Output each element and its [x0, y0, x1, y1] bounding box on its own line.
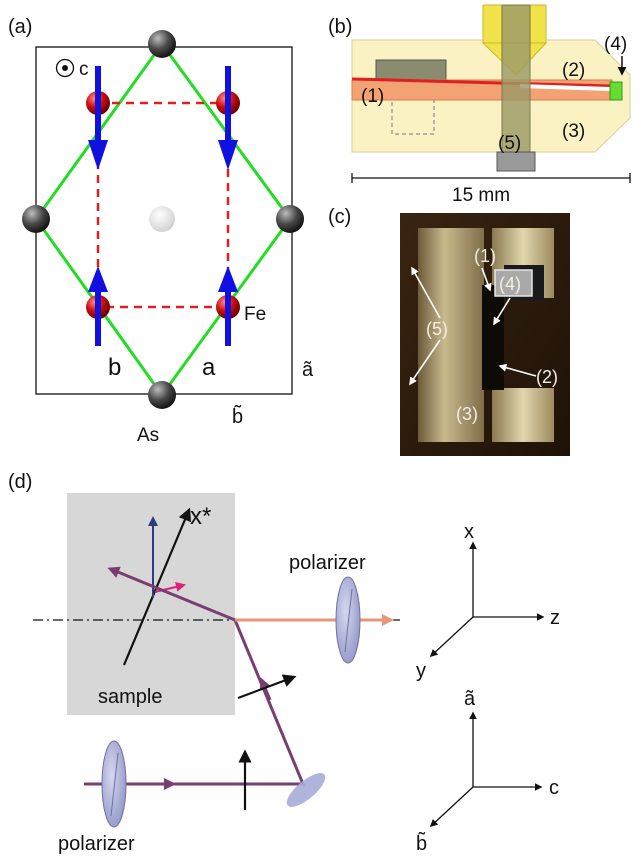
- panel-c: (c) (1) (4) (5) (2) (3): [328, 206, 570, 456]
- panel-a: (a) c Fe b: [8, 16, 314, 446]
- part-2-label: (2): [562, 60, 585, 81]
- photo-arrow-1: [481, 267, 492, 292]
- panel-b-label: (b): [328, 16, 352, 38]
- spin-up-left-arrow-icon: [88, 266, 108, 292]
- polarizer-bottom-label: polarizer: [58, 833, 135, 855]
- polarizer-top-label: polarizer: [289, 552, 366, 574]
- crystal-axes: [429, 711, 543, 828]
- photo-part-1-label: (1): [474, 246, 496, 266]
- x-star-label: x*: [190, 503, 211, 530]
- photo-right-block-lower: [492, 388, 554, 442]
- sample-region: [67, 493, 235, 715]
- spin-up-right-shaft: [225, 286, 231, 346]
- part-1-label: (1): [361, 86, 384, 107]
- a-axis-label: a: [202, 354, 216, 381]
- photo-part-4-label: (4): [499, 274, 521, 294]
- reflected-beam: [107, 566, 236, 622]
- spin-up-right-arrow-icon: [218, 266, 238, 292]
- crystal-c-label: c: [549, 777, 559, 799]
- green-end-piece: [609, 81, 623, 101]
- photo-left-block: [418, 228, 484, 442]
- fe-magnetic-cell-dashed: [96, 101, 230, 309]
- photo-arrow-5b: [409, 339, 441, 386]
- part-5-label: (5): [498, 133, 521, 154]
- spin-down-left-arrow-icon: [88, 140, 108, 170]
- b-axis-label: b: [108, 354, 121, 381]
- polarizer-bottom-icon: [101, 740, 127, 828]
- lab-y-label: y: [416, 660, 426, 682]
- crystal-b-axis: [429, 786, 474, 828]
- part-3-label: (3): [562, 121, 585, 142]
- as-atom-bottom: [148, 381, 176, 409]
- lab-x-label: x: [464, 521, 474, 543]
- photo-arrow-4: [493, 297, 511, 326]
- spin-up-left-shaft: [95, 286, 101, 346]
- panel-d: (d) x* sample polarizer polarizer: [8, 471, 560, 855]
- a-tilde-label: ã: [302, 359, 314, 381]
- photo-part-5-label: (5): [426, 319, 448, 339]
- photo-arrow-5a: [411, 266, 441, 319]
- part-4-label: (4): [604, 34, 627, 55]
- mirror: [286, 773, 326, 807]
- as-atom-top: [148, 30, 176, 58]
- fe-label: Fe: [244, 304, 266, 325]
- panel-a-label: (a): [8, 16, 32, 38]
- c-axis-label: c: [79, 59, 89, 80]
- vertical-column: [501, 4, 531, 158]
- spin-down-right-arrow-icon: [218, 140, 238, 170]
- spin-down-right-shaft: [225, 66, 231, 146]
- intermediate-polarization-arrow: [237, 674, 297, 700]
- polarizer-top-icon: [335, 576, 361, 664]
- panel-b: (b) (1) (2) (3) (4) (5) 15 mm: [328, 4, 631, 206]
- photo-arrow-2: [498, 363, 537, 377]
- center-atom: [149, 206, 175, 232]
- crystal-a-label: ã: [464, 688, 476, 710]
- photo-part-3-label: (3): [456, 404, 478, 424]
- panel-d-label: (d): [8, 471, 32, 493]
- photo-sample-strip: [482, 285, 504, 390]
- lab-y-axis: [429, 616, 474, 658]
- scale-bar-label: 15 mm: [452, 185, 510, 206]
- column-base: [496, 151, 536, 172]
- b-tilde-label: b̃: [232, 405, 243, 428]
- as-atom-left: [22, 205, 50, 233]
- lab-axes: [429, 541, 545, 658]
- crystal-b-label: b̃: [416, 832, 427, 855]
- red-strip: [351, 77, 613, 88]
- part-4-highlight-box: [494, 269, 533, 297]
- white-cutout: [520, 84, 610, 91]
- spin-down-left-shaft: [95, 66, 101, 146]
- panel-c-label: (c): [328, 206, 351, 228]
- sample-label: sample: [98, 686, 162, 708]
- photo-part-2-label: (2): [536, 367, 558, 387]
- as-label: As: [137, 425, 159, 446]
- as-atom-right: [276, 205, 304, 233]
- lab-z-label: z: [550, 607, 560, 629]
- pink-polarization-arrow: [154, 582, 186, 593]
